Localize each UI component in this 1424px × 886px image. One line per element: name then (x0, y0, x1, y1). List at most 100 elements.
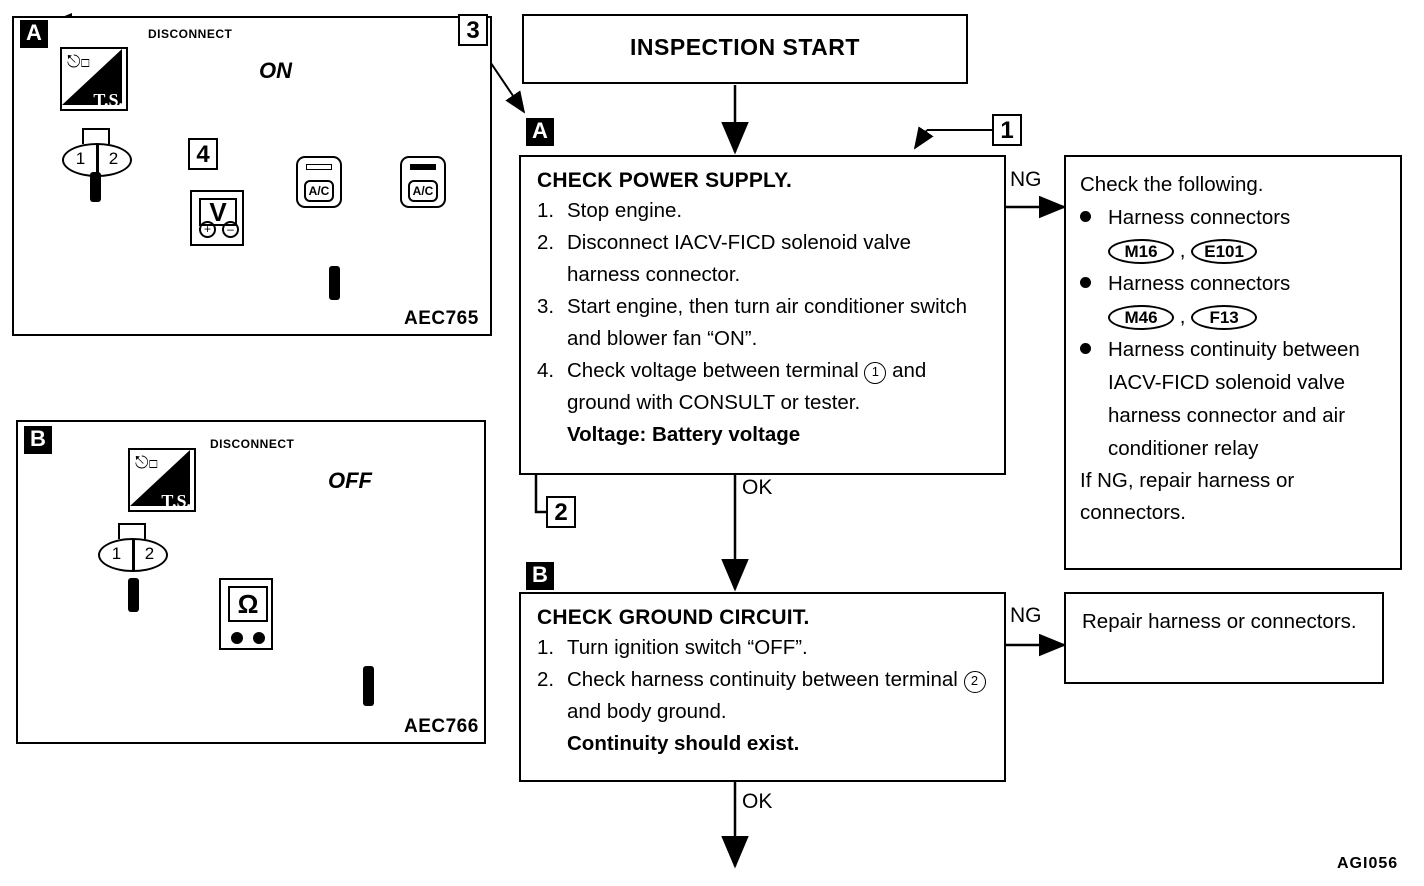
callout-2: 2 (546, 496, 576, 528)
connector-code-m16: M16 (1108, 239, 1174, 264)
power-step-3-num: 3. (537, 295, 555, 318)
ground-step-1: 1. Turn ignition switch “OFF”. (537, 632, 988, 664)
repair-harness-box: Repair harness or connectors. (1064, 592, 1384, 684)
ac-switch-off: A/C (296, 156, 342, 208)
step-a-marker: A (526, 118, 554, 146)
check-ground-circuit-result: Continuity should exist. (567, 732, 800, 755)
ground-step-1-num: 1. (537, 636, 555, 659)
ng-bullet-1 (1080, 201, 1108, 267)
step-b-marker: B (526, 562, 554, 590)
power-step-2-text: Disconnect IACV-FICD solenoid valve harn… (567, 231, 912, 286)
inspection-start-label: INSPECTION START (630, 34, 860, 60)
figure-code-agi056: AGI056 (1337, 855, 1399, 872)
check-power-supply-result: Voltage: Battery voltage (567, 423, 801, 446)
ts-icon-triangle (62, 49, 122, 105)
inspection-start-box: INSPECTION START (522, 14, 968, 84)
connector-pin-1-b: 1 (111, 544, 122, 563)
ng-item-3-text: Harness continuity between IACV-FICD sol… (1108, 338, 1360, 460)
ac-switch-off-button: A/C (304, 180, 334, 202)
probe-b-ground (363, 666, 374, 706)
panel-b-marker: B (24, 426, 52, 454)
figure-code-aec765: AEC765 (404, 308, 479, 329)
repair-harness-text: Repair harness or connectors. (1082, 610, 1357, 633)
connector-pin-2-b: 2 (144, 544, 155, 563)
disconnect-label-b: DISCONNECT (210, 437, 295, 451)
ng-item-2-content: Harness connectors M46 , F13 (1108, 267, 1386, 333)
figure-code-aec766: AEC766 (404, 716, 479, 737)
panel-a-marker: A (20, 20, 48, 48)
ng-item-2-text: Harness connectors (1108, 272, 1291, 295)
connector-code-f13: F13 (1191, 305, 1258, 330)
power-step-4-num: 4. (537, 359, 555, 382)
ohmmeter: Ω (219, 578, 273, 650)
power-step-3: 3. Start engine, then turn air condition… (537, 291, 988, 355)
voltmeter: V + – (190, 190, 244, 246)
power-step-1-text: Stop engine. (567, 199, 683, 222)
disconnect-label-a: DISCONNECT (148, 27, 233, 41)
connector-code-e101: E101 (1191, 239, 1258, 264)
ground-step-2-num: 2. (537, 668, 555, 691)
ts-icon-label: T.S. (93, 90, 123, 110)
ng-item-1-comma: , (1179, 239, 1186, 262)
callout-3: 3 (458, 14, 488, 46)
power-step-1-num: 1. (537, 199, 555, 222)
voltmeter-jack-negative: – (222, 221, 239, 238)
power-step-3-text: Start engine, then turn air conditioner … (567, 295, 967, 350)
connector-divider-b (132, 540, 135, 570)
connector-pin-1-a: 1 (75, 149, 86, 168)
ground-step-2-text-before: Check harness continuity between termina… (567, 668, 958, 691)
harness-connector-a: 1 2 (62, 143, 132, 177)
ts-icon-picture-b: ⎋◻ (135, 453, 159, 472)
ts-tool-icon: ⎋◻ T.S. (60, 47, 128, 111)
ignition-off-label: OFF (328, 468, 372, 493)
ng-item-1-content: Harness connectors M16 , E101 (1108, 201, 1386, 267)
ground-step-2-terminal: 2 (963, 671, 986, 693)
ng-bullet-3 (1080, 333, 1108, 465)
probe-b-lead (128, 578, 139, 612)
callout-1: 1 (992, 114, 1022, 146)
ng-item-2: Harness connectors M46 , F13 (1080, 267, 1386, 333)
harness-connector-b: 1 2 (98, 538, 168, 572)
ts-icon-picture: ⎋◻ (67, 52, 91, 71)
ts-tool-icon-b: ⎋◻ T.S. (128, 448, 196, 512)
voltmeter-display: V (199, 197, 237, 227)
ng-item-1: Harness connectors M16 , E101 (1080, 201, 1386, 267)
callout-4: 4 (188, 138, 218, 170)
ac-switch-on-bar (410, 164, 436, 170)
power-step-4-text: Check voltage between terminal 1 and gro… (567, 355, 988, 419)
ohmmeter-jack-left (231, 632, 243, 644)
power-step-2: 2. Disconnect IACV-FICD solenoid valve h… (537, 227, 988, 291)
ohmmeter-jack-right (253, 632, 265, 644)
power-step-2-num: 2. (537, 231, 555, 254)
ac-switch-off-bar (306, 164, 332, 170)
check-ground-circuit-box: CHECK GROUND CIRCUIT. 1. Turn ignition s… (519, 592, 1006, 782)
ng-intro: Check the following. (1080, 173, 1264, 196)
probe-a-positive (90, 172, 101, 202)
ng-footer: If NG, repair harness or connectors. (1080, 469, 1295, 524)
power-step-4-text-before: Check voltage between terminal (567, 359, 859, 382)
ground-step-2-text-after: and body ground. (567, 700, 727, 723)
ts-icon-label-b: T.S. (161, 491, 191, 511)
check-power-supply-box: CHECK POWER SUPPLY. 1. Stop engine. 2. D… (519, 155, 1006, 475)
ok-label-b: OK (742, 790, 773, 813)
ts-icon-triangle-b (130, 450, 190, 506)
connector-code-m46: M46 (1108, 305, 1174, 330)
power-step-4-text-after: and ground with CONSULT or tester. (567, 359, 927, 414)
check-power-supply-heading: CHECK POWER SUPPLY. (537, 169, 793, 192)
connector-tab-a (82, 128, 110, 144)
voltmeter-jack-positive: + (199, 221, 216, 238)
connector-pin-2-a: 2 (108, 149, 119, 168)
ac-switch-on: A/C (400, 156, 446, 208)
ground-step-2-text: Check harness continuity between termina… (567, 664, 988, 728)
ohmmeter-display: Ω (228, 586, 268, 622)
ground-step-2: 2. Check harness continuity between term… (537, 664, 988, 728)
ng-label-b: NG (1010, 604, 1042, 627)
ng-item-3: Harness continuity between IACV-FICD sol… (1080, 333, 1386, 465)
ac-switch-on-button: A/C (408, 180, 438, 202)
ground-step-1-text: Turn ignition switch “OFF”. (567, 636, 808, 659)
ng-item-2-comma: , (1179, 305, 1186, 328)
ng-bullet-2 (1080, 267, 1108, 333)
ok-label-a: OK (742, 476, 773, 499)
check-ground-circuit-heading: CHECK GROUND CIRCUIT. (537, 606, 810, 629)
